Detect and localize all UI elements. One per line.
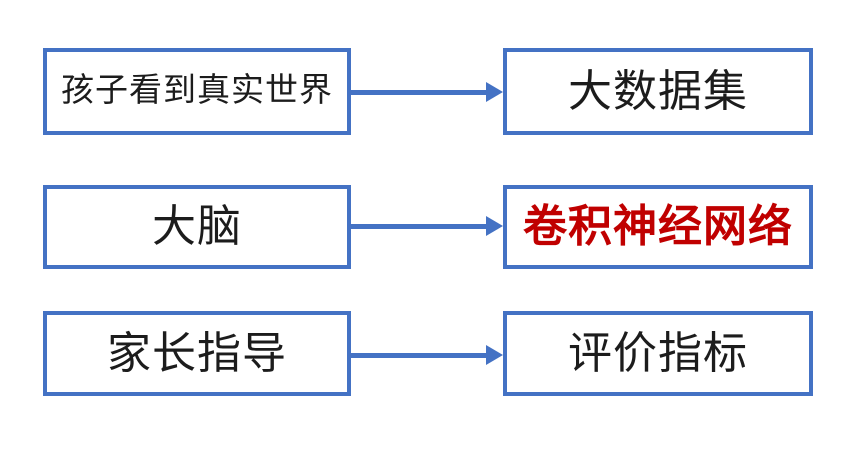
arrow-head-icon [486,216,503,236]
arrow-row3 [351,345,503,365]
box-label: 家长指导 [107,328,287,378]
box-brain: 大脑 [43,185,351,269]
box-parent-guidance: 家长指导 [43,311,351,396]
box-big-dataset: 大数据集 [503,48,813,135]
box-convolutional-neural-network: 卷积神经网络 [503,185,813,269]
box-label: 大脑 [152,202,242,251]
arrow-head-icon [486,345,503,365]
arrow-shaft [351,223,489,229]
arrow-row1 [351,82,503,102]
box-label: 评价指标 [568,328,748,378]
arrow-shaft [351,352,489,358]
box-label: 孩子看到真实世界 [61,73,333,109]
arrow-shaft [351,89,489,95]
box-child-sees-real-world: 孩子看到真实世界 [43,48,351,135]
box-label-highlighted: 卷积神经网络 [523,202,793,251]
arrow-row2 [351,216,503,236]
box-evaluation-metrics: 评价指标 [503,311,813,396]
box-label: 大数据集 [568,66,748,116]
arrow-head-icon [486,82,503,102]
